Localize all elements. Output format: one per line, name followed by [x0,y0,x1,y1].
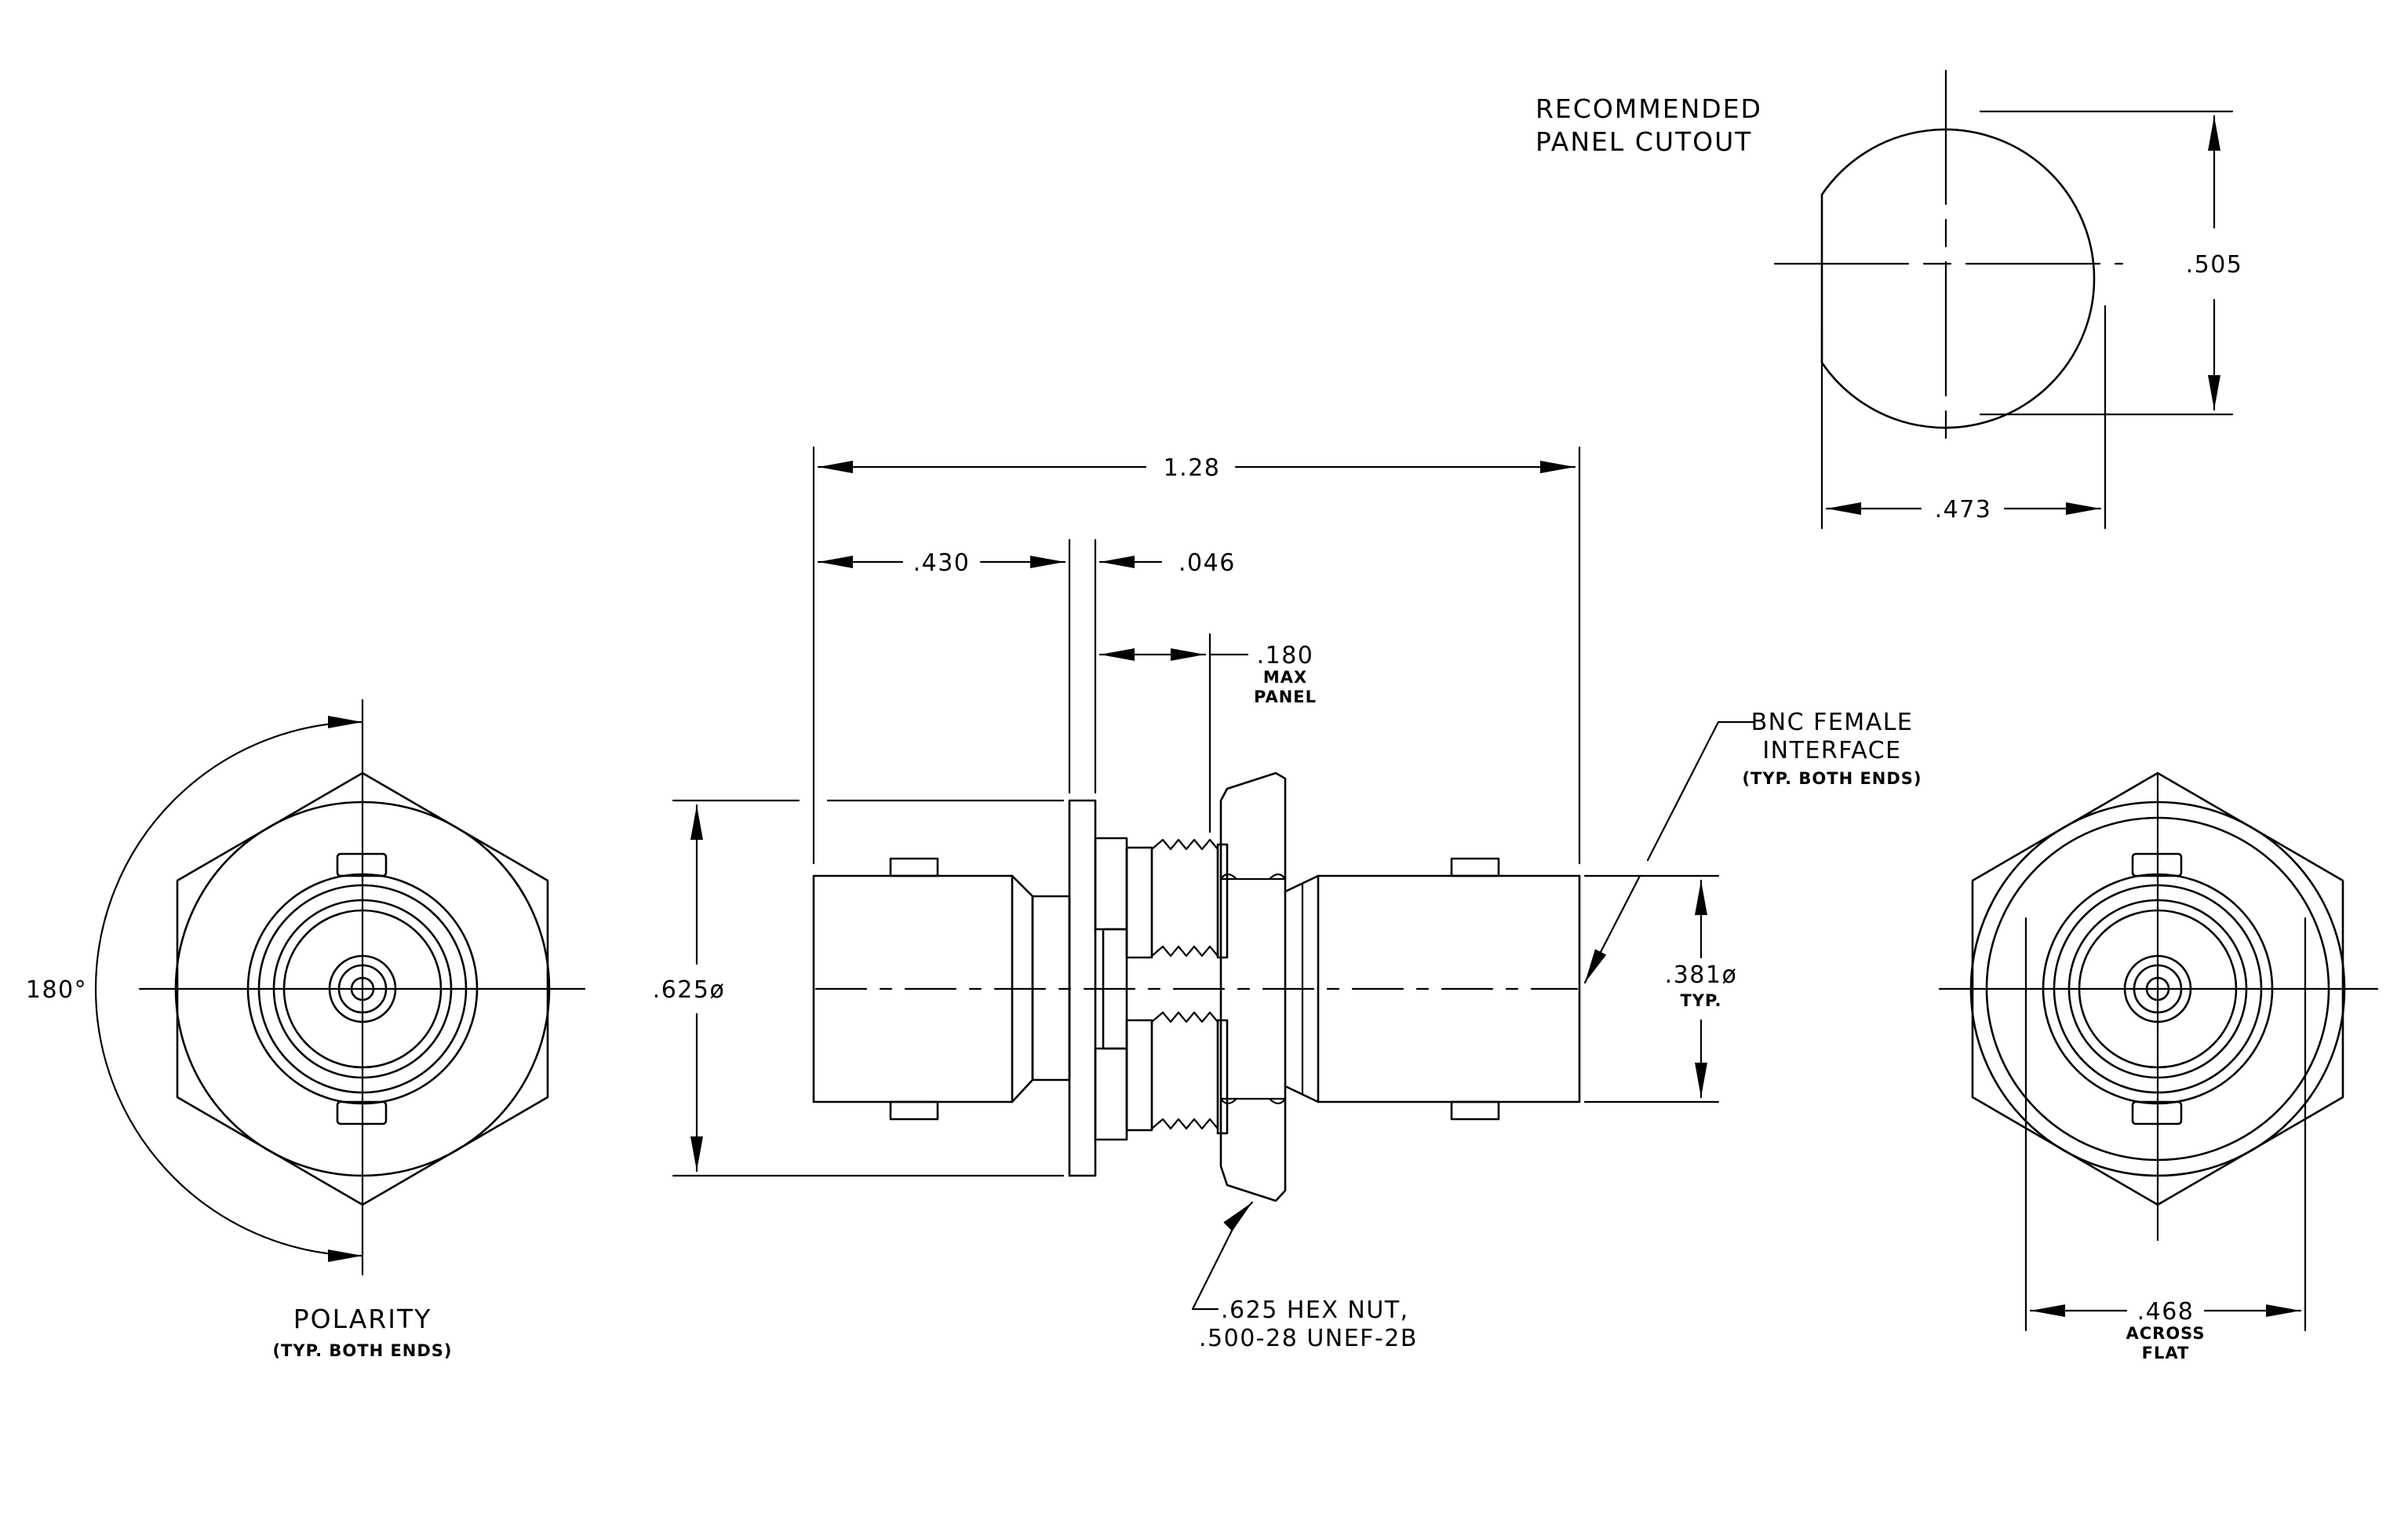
polarity-title: POLARITY [293,1304,432,1334]
cutout-dim-505: .505 [1979,110,2243,416]
dim-625-dia-label: .625ø [653,976,726,1004]
cutout-title-line2: PANEL CUTOUT [1536,126,1752,157]
dim-625-dia: .625ø [653,799,1065,1177]
dim-468-flat: FLAT [2142,1344,2190,1362]
left-pin-top [889,857,939,877]
hex-nut [1219,771,1287,1202]
dim-046: .046 [1098,549,1236,577]
polarity-180-arc [94,716,364,1262]
hexnut-label-line2: .500-28 UNEF-2B [1199,1325,1418,1352]
dim-468-across-flat: .468 ACROSS FLAT [2024,917,2307,1362]
hexnut-label-line1: .625 HEX NUT, [1221,1297,1409,1324]
bnc-label-line1: BNC FEMALE [1751,709,1914,736]
dim-505-label: .505 [2186,251,2243,279]
dim-381-typ: TYP. [1680,991,1721,1010]
dim-046-label: .046 [1178,549,1236,577]
thread-top [1125,846,1153,959]
angle-180-label: 180° [26,976,87,1004]
right-pin-top [1450,857,1500,877]
panel-cutout-view: .505 .473 RECOMMENDED PANEL CUTOUT [1536,69,2243,530]
dim-180: .180 MAX PANEL [1098,633,1317,833]
cutout-centerlines [1773,69,2124,447]
dim-128: 1.28 [812,446,1581,865]
cutout-title-line1: RECOMMENDED [1536,93,1762,124]
thread-profile-top [1150,838,1219,957]
dim-430-label: .430 [913,549,971,577]
thread-bottom [1125,1019,1153,1132]
dim-473-label: .473 [1935,496,1992,523]
dim-430: .430 [817,538,1097,794]
bnc-interface-callout: BNC FEMALE INTERFACE (TYP. BOTH ENDS) [1583,709,1922,984]
bnc-label-line2: INTERFACE [1762,737,1901,764]
dim-180-label: .180 [1257,642,1314,669]
dim-381-dia-label: .381ø [1665,961,1738,989]
dim-128-label: 1.28 [1164,454,1221,482]
dim-468-label: .468 [2137,1298,2195,1326]
dim-468-across: ACROSS [2126,1324,2206,1343]
hex-nut-callout: .625 HEX NUT, .500-28 UNEF-2B [1191,1201,1418,1352]
left-pin-bottom [889,1100,939,1121]
dim-180-max: MAX [1263,668,1307,687]
dim-180-panel: PANEL [1254,688,1317,706]
dim-381-dia: .381ø TYP. [1583,874,1738,1103]
bnc-typ-note: (TYP. BOTH ENDS) [1742,769,1922,788]
left-end-view: 180° POLARITY (TYP. BOTH ENDS) [26,698,586,1360]
right-pin-bottom [1450,1100,1500,1121]
side-view: 1.28 .430 .046 .180 MAX PANEL [653,446,1922,1352]
right-bnc-body [1317,874,1581,1103]
cutout-d-shape [1820,128,2096,429]
polarity-typ-note: (TYP. BOTH ENDS) [272,1341,452,1360]
right-end-view: .468 ACROSS FLAT [1938,771,2379,1362]
cutout-dim-473: .473 [1820,305,2107,530]
thread-profile-bottom [1150,1011,1219,1130]
